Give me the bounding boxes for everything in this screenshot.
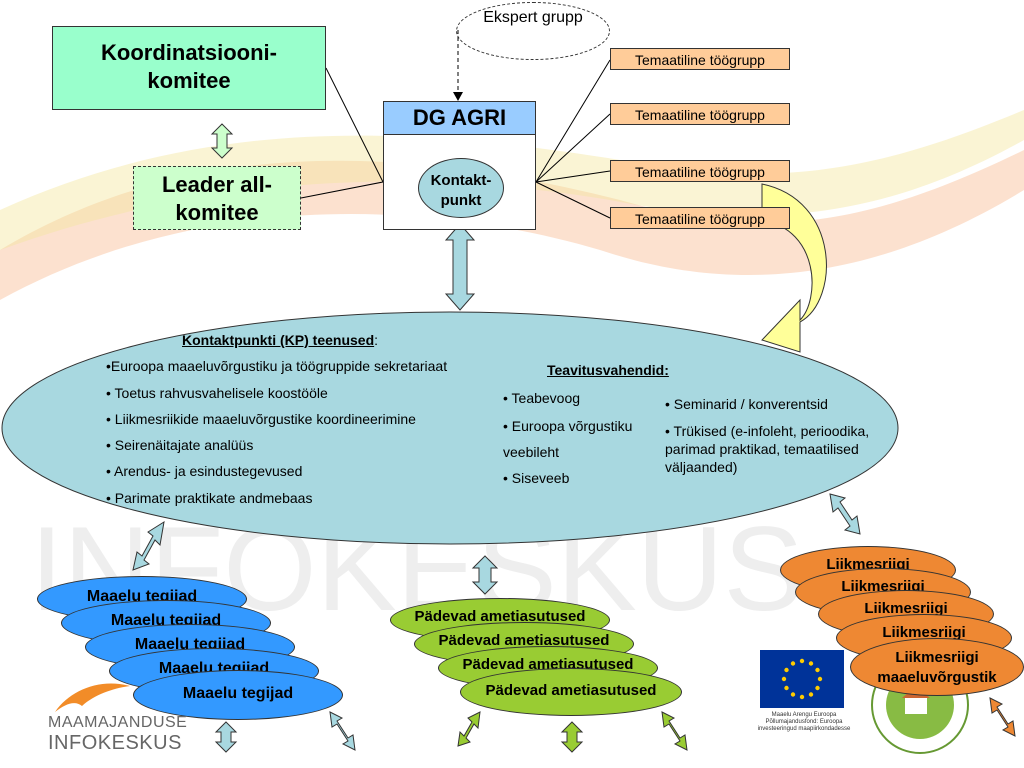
kontaktpunkt-label-line1: Kontakt- xyxy=(430,172,492,189)
double-arrow-kontakt-kp xyxy=(444,223,476,311)
double-arrow-koord-leader xyxy=(210,123,234,159)
double-arrow-kp-maaelu xyxy=(132,520,165,571)
leader-label-line1: Leader all- xyxy=(161,172,273,197)
infokeskus-logo-swoosh xyxy=(55,683,130,712)
kontaktpunkt-label-line2: punkt xyxy=(440,192,482,209)
kp-heading-text: Kontaktpunkti (KP) teenused xyxy=(182,332,375,348)
kp-item: • Parimate praktikate andmebaas xyxy=(106,490,313,506)
kp-heading: Kontaktpunkti (KP) teenused: xyxy=(182,332,378,348)
thematic-group-1: Temaatiline töögrupp xyxy=(610,48,790,70)
infokeskus-logo-line1: MAAMAJANDUSE xyxy=(48,714,188,731)
kp-ellipse xyxy=(1,311,899,545)
eu-stars-icon xyxy=(781,658,823,700)
double-arrow-kp-padevad xyxy=(471,555,499,595)
curved-arrow-yellow xyxy=(761,183,827,353)
thematic-group-3: Temaatiline töögrupp xyxy=(610,160,790,182)
kp-heading-suffix: : xyxy=(374,332,379,348)
liikmesriigi-ellipse-5: Liikmesriigi maaeluvõrgustik xyxy=(850,638,1024,696)
leader-label-line2: komitee xyxy=(175,200,259,225)
padevad-label: Pädevad ametiasutused xyxy=(414,608,586,625)
double-arrow-kp-liikmesriigi xyxy=(829,493,861,535)
padevad-ellipse-4: Pädevad ametiasutused xyxy=(460,668,682,716)
liikmesriigi-last-line1: Liikmesriigi xyxy=(895,649,979,666)
infokeskus-logo-line2: INFOKESKUS xyxy=(48,732,182,754)
koordinatsiooni-label-line1: Koordinatsiooni- xyxy=(101,40,277,65)
bottom-arrow-padevad-1 xyxy=(457,711,481,747)
bottom-arrow-maaelu-2 xyxy=(329,711,356,751)
connector-line xyxy=(535,113,611,183)
teavitus-col2-item: • Trükised (e-infoleht, perioodika, xyxy=(665,423,870,439)
teavitus-col1-item: • Siseveeb xyxy=(503,470,570,486)
connector-line xyxy=(535,181,611,219)
koordinatsiooni-komitee-box: Koordinatsiooni- komitee xyxy=(52,26,326,110)
connector-line xyxy=(300,181,384,199)
teavitus-col2-item: • Seminarid / konverentsid xyxy=(665,396,828,412)
bottom-arrow-liikmesriigi-2 xyxy=(989,697,1016,737)
connector-line xyxy=(535,170,611,183)
teavitus-col2-item: väljaanded) xyxy=(665,459,738,475)
connector-line xyxy=(535,59,611,183)
liikmesriigi-label: Liikmesriigi xyxy=(864,600,948,617)
kp-item: • Arendus- ja esindustegevused xyxy=(106,463,303,479)
teavitus-col2-item: parimad praktikad, temaatilised xyxy=(665,441,859,457)
kp-item: • Seirenäitajate analüüs xyxy=(106,437,254,453)
bottom-arrow-maaelu-1 xyxy=(214,721,238,753)
kontaktpunkt-ellipse: Kontakt- punkt xyxy=(418,158,504,218)
bottom-arrow-padevad-3 xyxy=(661,711,688,751)
kp-item: •Euroopa maaeluvõrgustiku ja töögruppide… xyxy=(106,358,448,374)
liikmesriigi-last-line2: maaeluvõrgustik xyxy=(877,669,997,686)
thematic-group-4: Temaatiline töögrupp xyxy=(610,207,790,229)
teavitus-col1-item: • Teabevoog xyxy=(503,390,581,406)
liikmesriigi-label: Liikmesriigi xyxy=(882,624,966,641)
thematic-group-2: Temaatiline töögrupp xyxy=(610,103,790,125)
maaelu-tegijad-ellipse-5: Maaelu tegijad xyxy=(133,670,343,720)
dg-agri-title: DG AGRI xyxy=(384,102,535,135)
teavitus-col1-item: veebileht xyxy=(503,444,560,460)
connector-line xyxy=(325,67,384,183)
koordinatsiooni-label-line2: komitee xyxy=(147,68,231,93)
eu-flag xyxy=(760,650,844,708)
ekspert-grupp: Ekspert grupp xyxy=(456,2,610,60)
bottom-arrow-padevad-2 xyxy=(560,721,584,753)
arrow-head xyxy=(453,92,463,101)
kp-item: • Liikmesriikide maaeluvõrgustike koordi… xyxy=(106,411,416,427)
leader-komitee-box: Leader all- komitee xyxy=(133,166,301,230)
teavitus-col1-item: • Euroopa võrgustiku xyxy=(503,418,633,434)
padevad-label: Pädevad ametiasutused xyxy=(485,682,657,699)
teavitus-heading: Teavitusvahendid: xyxy=(547,362,669,378)
maaelu-tegijad-label: Maaelu tegijad xyxy=(182,685,294,702)
kp-item: • Toetus rahvusvahelisele koostööle xyxy=(106,385,328,401)
eu-caption: Maaelu Arengu Euroopa Põllumajandusfond:… xyxy=(757,712,851,732)
padevad-label: Pädevad ametiasutused xyxy=(438,632,610,649)
